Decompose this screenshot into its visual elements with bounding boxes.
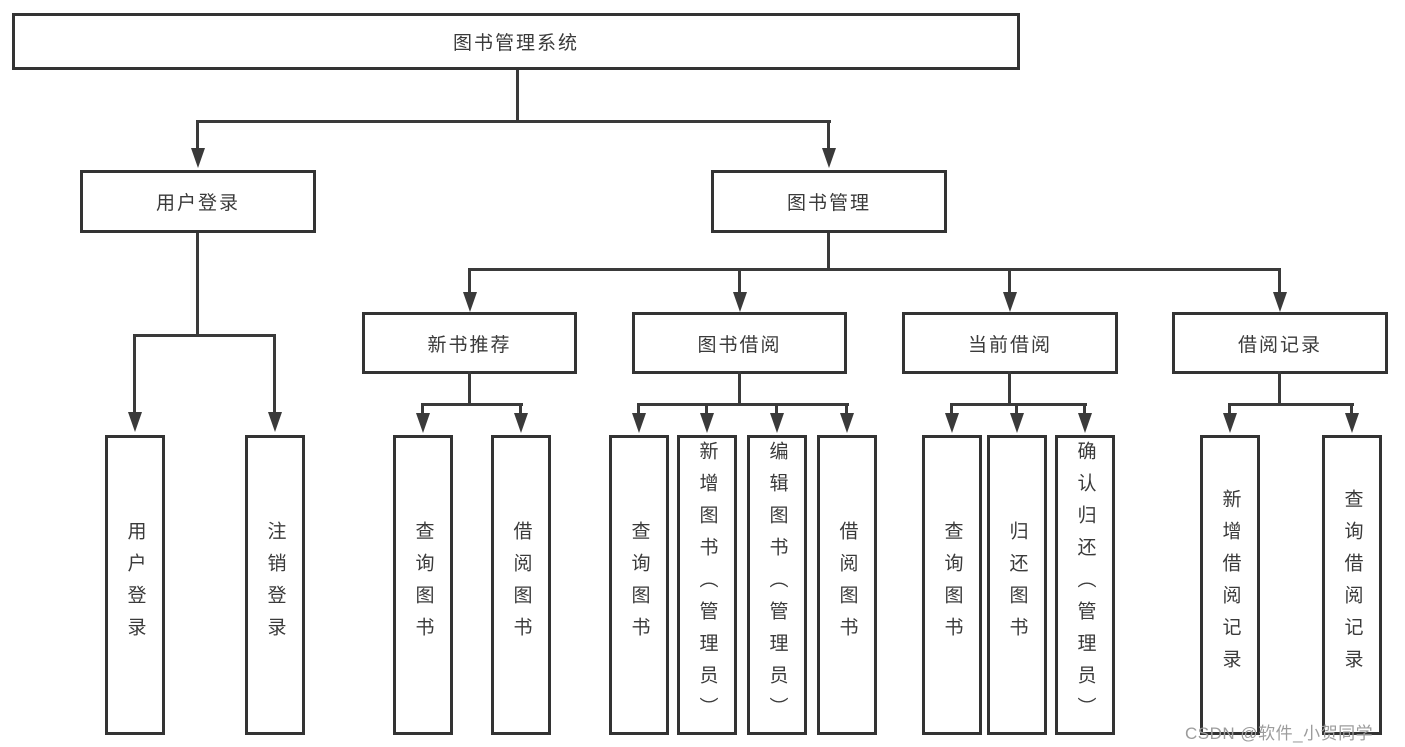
arrow-down-icon — [733, 292, 747, 312]
arrow-down-icon — [1078, 413, 1092, 433]
node-user-login: 用户登录 — [80, 170, 316, 233]
connector-userlogin-drop-1 — [133, 334, 136, 412]
node-label: 查询图书 — [941, 521, 963, 649]
connector-root-drop-left — [196, 120, 199, 148]
connector-bookmgmt-drop-3 — [1008, 268, 1011, 294]
connector-bookmgmt-drop-4 — [1278, 268, 1281, 294]
connector-bookmgmt-stem — [827, 233, 830, 270]
connector-newbook-bar — [421, 403, 523, 406]
leaf-add-books-admin: 新增图书（管理员） — [677, 435, 737, 735]
leaf-query-borrow-record: 查询借阅记录 — [1322, 435, 1382, 735]
leaf-user-login: 用户登录 — [105, 435, 165, 735]
leaf-add-borrow-record: 新增借阅记录 — [1200, 435, 1260, 735]
node-label: 用户登录 — [155, 193, 240, 214]
connector-userlogin-stem — [196, 233, 199, 336]
leaf-return-books: 归还图书 — [987, 435, 1047, 735]
node-label: 查询图书 — [412, 521, 434, 649]
leaf-edit-books-admin: 编辑图书（管理员） — [747, 435, 807, 735]
node-borrowing-records: 借阅记录 — [1172, 312, 1388, 374]
node-label: 用户登录 — [124, 521, 146, 649]
connector-root-stem — [516, 70, 519, 122]
connector-current-drop-2 — [1015, 403, 1018, 415]
arrow-down-icon — [945, 413, 959, 433]
arrow-down-icon — [1003, 292, 1017, 312]
arrow-down-icon — [822, 148, 836, 168]
arrow-down-icon — [514, 413, 528, 433]
arrow-down-icon — [128, 412, 142, 432]
node-book-borrowing: 图书借阅 — [632, 312, 847, 374]
connector-newbook-stem — [468, 371, 471, 406]
node-label: 新增图书（管理员） — [696, 441, 718, 729]
connector-userlogin-drop-2 — [273, 334, 276, 412]
arrow-down-icon — [700, 413, 714, 433]
node-library-management-system: 图书管理系统 — [12, 13, 1020, 70]
node-label: 图书借阅 — [697, 334, 782, 356]
connector-borrowing-drop-3 — [775, 403, 778, 415]
leaf-logout: 注销登录 — [245, 435, 305, 735]
arrow-down-icon — [770, 413, 784, 433]
node-label: 注销登录 — [264, 521, 286, 649]
connector-root-drop-right — [827, 120, 830, 148]
node-label: 确认归还（管理员） — [1074, 441, 1096, 729]
arrow-down-icon — [840, 413, 854, 433]
connector-newbook-drop-1 — [421, 403, 424, 415]
connector-bookmgmt-bar — [468, 268, 1281, 271]
connector-records-drop-2 — [1350, 403, 1353, 415]
arrow-down-icon — [268, 412, 282, 432]
connector-borrowing-drop-4 — [845, 403, 848, 415]
leaf-borrow-books-recommend: 借阅图书 — [491, 435, 551, 735]
connector-root-bar — [197, 120, 831, 123]
node-new-book-recommend: 新书推荐 — [362, 312, 577, 374]
arrow-down-icon — [416, 413, 430, 433]
node-label: 编辑图书（管理员） — [766, 441, 788, 729]
arrow-down-icon — [1273, 292, 1287, 312]
node-label: 当前借阅 — [967, 334, 1052, 356]
connector-bookmgmt-drop-1 — [468, 268, 471, 294]
connector-records-stem — [1278, 371, 1281, 406]
arrow-down-icon — [1223, 413, 1237, 433]
node-current-borrowing: 当前借阅 — [902, 312, 1118, 374]
leaf-query-books-borrowing: 查询图书 — [609, 435, 669, 735]
connector-records-bar — [1228, 403, 1354, 406]
leaf-query-books-recommend: 查询图书 — [393, 435, 453, 735]
connector-borrowing-drop-2 — [705, 403, 708, 415]
arrow-down-icon — [1345, 413, 1359, 433]
connector-borrowing-stem — [738, 371, 741, 406]
node-label: 新增借阅记录 — [1219, 489, 1241, 681]
leaf-confirm-return-admin: 确认归还（管理员） — [1055, 435, 1115, 735]
connector-records-drop-1 — [1228, 403, 1231, 415]
csdn-watermark: CSDN @软件_小贺同学 — [1185, 724, 1374, 743]
leaf-query-books-current: 查询图书 — [922, 435, 982, 735]
node-label: 借阅记录 — [1237, 334, 1322, 356]
connector-newbook-drop-2 — [519, 403, 522, 415]
leaf-borrow-books: 借阅图书 — [817, 435, 877, 735]
node-book-management: 图书管理 — [711, 170, 947, 233]
connector-userlogin-bar — [133, 334, 276, 337]
connector-current-drop-3 — [1083, 403, 1086, 415]
connector-current-stem — [1008, 371, 1011, 406]
node-label: 新书推荐 — [427, 334, 512, 356]
node-label: 图书管理系统 — [452, 33, 579, 54]
arrow-down-icon — [463, 292, 477, 312]
connector-bookmgmt-drop-2 — [738, 268, 741, 294]
arrow-down-icon — [632, 413, 646, 433]
node-label: 查询借阅记录 — [1341, 489, 1363, 681]
node-label: 借阅图书 — [510, 521, 532, 649]
connector-borrowing-bar — [637, 403, 849, 406]
connector-current-drop-1 — [950, 403, 953, 415]
connector-current-bar — [950, 403, 1087, 406]
arrow-down-icon — [191, 148, 205, 168]
arrow-down-icon — [1010, 413, 1024, 433]
connector-borrowing-drop-1 — [637, 403, 640, 415]
node-label: 图书管理 — [786, 193, 871, 214]
node-label: 借阅图书 — [836, 521, 858, 649]
node-label: 归还图书 — [1006, 521, 1028, 649]
node-label: 查询图书 — [628, 521, 650, 649]
